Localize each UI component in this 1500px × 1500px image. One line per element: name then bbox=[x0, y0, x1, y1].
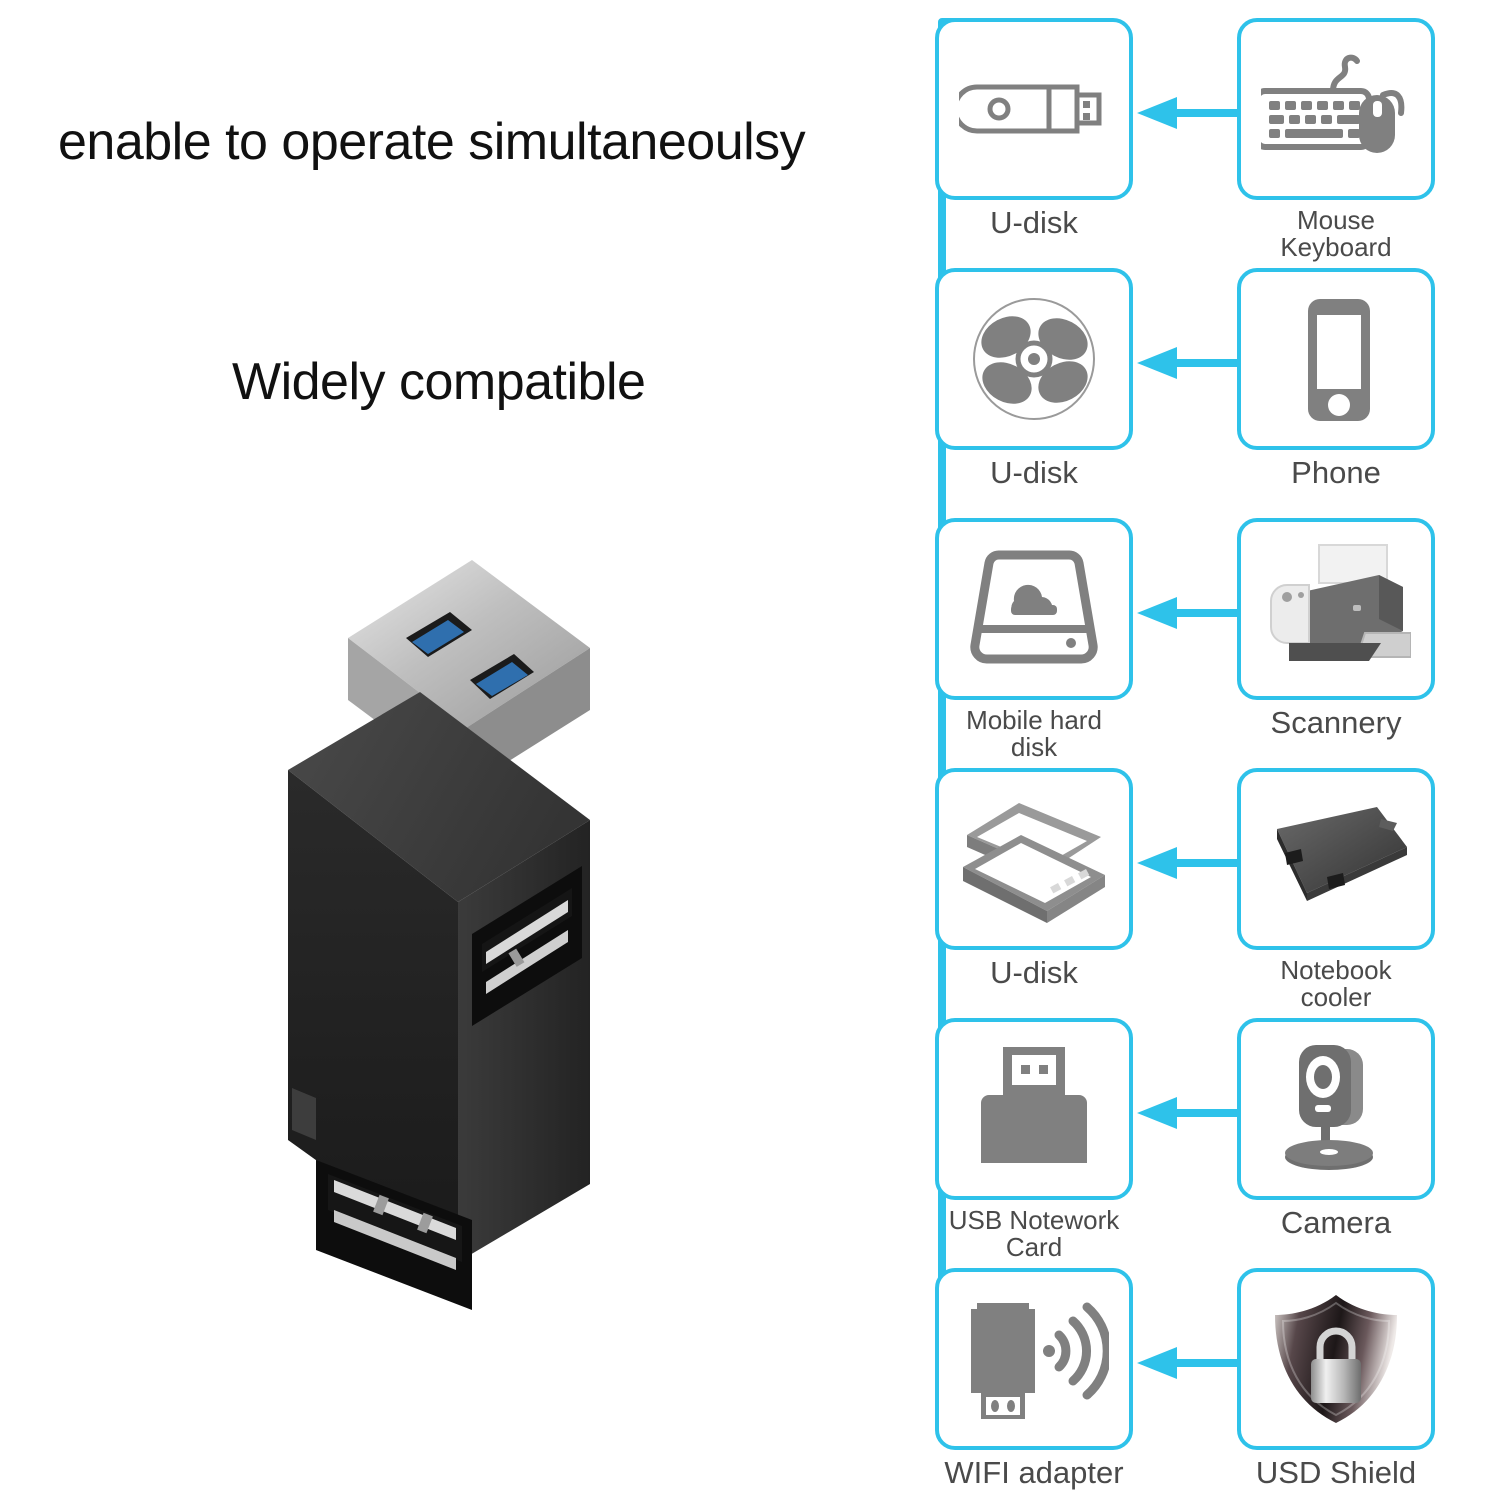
compat-item-label: Phone bbox=[1291, 455, 1381, 490]
compat-item-label: Camera bbox=[1280, 1205, 1392, 1240]
compat-item-usb-network-card[interactable]: USB Notework Card bbox=[935, 1018, 1133, 1262]
arrow-left-icon bbox=[1137, 597, 1237, 629]
compat-item-scanner[interactable]: U-disk bbox=[935, 768, 1133, 989]
icon-card bbox=[935, 768, 1133, 950]
usb-flash-drive-icon bbox=[959, 84, 1102, 134]
shield-lock-icon bbox=[1275, 1295, 1397, 1423]
icon-card bbox=[935, 18, 1133, 200]
compat-row-1: U-disk bbox=[900, 18, 1500, 268]
arrow-left-icon bbox=[1137, 847, 1237, 879]
compat-row-2: U-disk Phone bbox=[900, 268, 1500, 518]
product-photo bbox=[120, 520, 680, 1380]
compat-item-label: Mouse Keyboard bbox=[1280, 205, 1392, 263]
usb-hub-body bbox=[288, 692, 590, 1310]
usb-network-card-icon bbox=[981, 1047, 1087, 1163]
headline-primary: enable to operate simultaneoulsy bbox=[58, 113, 806, 171]
compat-item-phone[interactable]: Phone bbox=[1237, 268, 1435, 489]
compat-row-6: WIFI adapter bbox=[900, 1268, 1500, 1500]
keyboard-mouse-icon bbox=[1261, 54, 1405, 153]
arrow-left-icon bbox=[1137, 347, 1237, 379]
compat-item-label: Notebook cooler bbox=[1280, 955, 1392, 1013]
icon-card bbox=[935, 518, 1133, 700]
compat-item-label: U-disk bbox=[990, 955, 1078, 990]
icon-card bbox=[1237, 268, 1435, 450]
compat-item-mouse-keyboard[interactable]: Mouse Keyboard bbox=[1237, 18, 1435, 262]
compat-item-usd-shield[interactable]: USD Shield bbox=[1237, 1268, 1435, 1489]
compat-item-label: USB Notework Card bbox=[948, 1205, 1120, 1263]
icon-card bbox=[1237, 768, 1435, 950]
compat-item-wifi-adapter[interactable]: WIFI adapter bbox=[935, 1268, 1133, 1489]
security-camera-icon bbox=[1285, 1045, 1373, 1170]
compat-item-label: WIFI adapter bbox=[944, 1455, 1124, 1490]
usb-hub-illustration bbox=[288, 560, 590, 1310]
compat-item-label: Mobile hard disk bbox=[966, 705, 1102, 763]
compat-row-3: Mobile hard disk bbox=[900, 518, 1500, 768]
icon-card bbox=[935, 1268, 1133, 1450]
compatibility-grid: U-disk bbox=[900, 0, 1500, 1500]
fan-icon bbox=[973, 298, 1095, 420]
compat-item-label: USD Shield bbox=[1255, 1455, 1417, 1490]
icon-card bbox=[1237, 1018, 1435, 1200]
compat-item-camera[interactable]: Camera bbox=[1237, 1018, 1435, 1239]
compat-row-5: USB Notework Card bbox=[900, 1018, 1500, 1268]
icon-card bbox=[1237, 518, 1435, 700]
icon-card bbox=[1237, 1268, 1435, 1450]
notebook-cooler-icon bbox=[1277, 807, 1407, 901]
printer-icon bbox=[1270, 544, 1411, 661]
icon-card bbox=[1237, 18, 1435, 200]
compat-item-mobile-hard-disk[interactable]: Mobile hard disk bbox=[935, 518, 1133, 762]
compat-item-notebook-cooler[interactable]: Notebook cooler bbox=[1237, 768, 1435, 1012]
arrow-left-icon bbox=[1137, 1097, 1237, 1129]
compat-item-label: U-disk bbox=[990, 205, 1078, 240]
compat-item-label: U-disk bbox=[990, 455, 1078, 490]
compat-row-4: U-disk bbox=[900, 768, 1500, 1018]
compat-item-fan[interactable]: U-disk bbox=[935, 268, 1133, 489]
icon-card bbox=[935, 1018, 1133, 1200]
usb-port-upper bbox=[472, 866, 582, 1026]
compat-item-udisk-1[interactable]: U-disk bbox=[935, 18, 1133, 239]
arrow-left-icon bbox=[1137, 97, 1237, 129]
compat-item-scannery[interactable]: Scannery bbox=[1237, 518, 1435, 739]
hard-disk-cloud-icon bbox=[970, 550, 1098, 664]
wifi-adapter-icon bbox=[971, 1302, 1109, 1419]
usb-port-lower bbox=[316, 1160, 472, 1310]
compat-item-label: Scannery bbox=[1270, 705, 1402, 740]
flatbed-scanner-icon bbox=[963, 803, 1105, 923]
smartphone-icon bbox=[1308, 299, 1370, 421]
arrow-left-icon bbox=[1137, 1347, 1237, 1379]
headline-secondary: Widely compatible bbox=[232, 353, 646, 411]
icon-card bbox=[935, 268, 1133, 450]
